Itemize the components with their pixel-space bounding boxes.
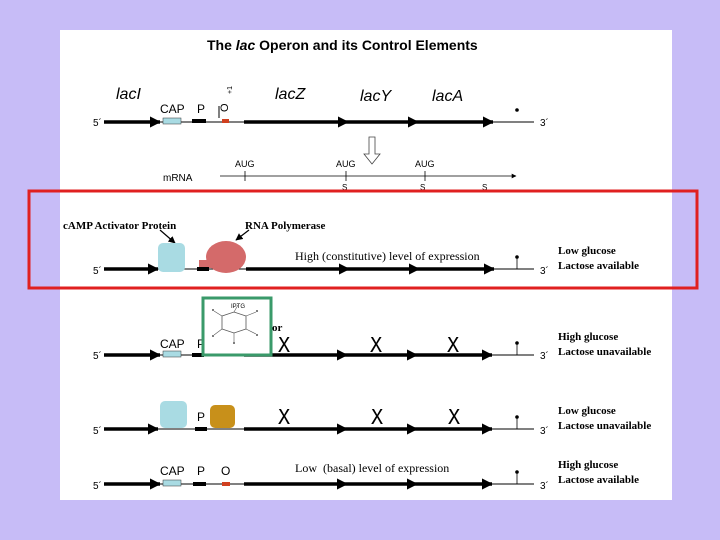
terminator-dot: [515, 108, 519, 112]
cap-site-box: [162, 350, 182, 358]
gene-label-lacy: lacY: [360, 88, 392, 105]
iptg-atom: [212, 335, 214, 337]
stop-label-lacy: S: [420, 183, 425, 192]
condition-lactose: Lactose available: [558, 474, 639, 486]
condition-glucose: High glucose: [558, 459, 618, 471]
iptg-bond: [245, 311, 257, 317]
stop-label-laca: S: [482, 183, 487, 192]
rna-pol-label-pointer: [235, 229, 250, 241]
mrna-label: mRNA: [163, 173, 193, 184]
aug-label-lacz: AUG: [235, 159, 255, 169]
rna-pol-linker: [199, 260, 213, 268]
three-prime-label: 3´: [540, 117, 549, 129]
gene-label-laca: lacA: [432, 88, 463, 105]
five-prime-label: 5´: [93, 117, 102, 129]
operator-label: O: [221, 464, 230, 478]
condition-lactose: Lactose unavailable: [558, 346, 651, 358]
diagram-title: The lac Operon and its Control Elements: [207, 37, 478, 53]
high-expression-label: High (constitutive) level of expression: [295, 249, 480, 263]
promoter-label: P: [197, 464, 205, 478]
terminator-dot: [515, 415, 519, 419]
cap-protein-shape: [158, 243, 185, 272]
cap-protein-shape: [160, 401, 187, 428]
blocked-mark-lacz: X: [278, 333, 290, 357]
three-prime-label: 3´: [540, 265, 549, 277]
low-expression-label: Low (basal) level of expression: [295, 461, 449, 475]
iptg-bond: [213, 310, 223, 317]
cap-site-box: [162, 479, 182, 487]
blocked-mark-laca: X: [447, 333, 459, 357]
promoter-box: [197, 267, 209, 271]
stop-label-lacz: S: [342, 183, 347, 192]
promoter-box: [193, 482, 206, 486]
condition-glucose: Low glucose: [558, 405, 616, 417]
transcription-start-label: +1: [227, 86, 234, 94]
rna-polymerase-label: RNA Polymerase: [245, 220, 325, 232]
promoter-box: [192, 119, 206, 123]
blocked-mark-lacy: X: [370, 333, 382, 357]
terminator-dot: [515, 255, 519, 259]
three-prime-label: 3´: [540, 350, 549, 362]
repressor-shape: [210, 405, 235, 428]
iptg-atom: [212, 309, 214, 311]
terminator-dot: [515, 341, 519, 345]
rna-polymerase-shape: [206, 241, 246, 273]
operator-box: [222, 119, 229, 123]
blocked-mark-lacy: X: [371, 405, 383, 429]
five-prime-label: 5´: [93, 350, 102, 362]
iptg-atom: [233, 342, 235, 344]
cap-protein-label: cAMP Activator Protein: [63, 220, 176, 232]
operator-label: O: [219, 103, 231, 112]
five-prime-label: 5´: [93, 265, 102, 277]
gene-label-lacz: lacZ: [275, 86, 306, 103]
cap-site-label: CAP: [160, 464, 185, 478]
iptg-atom: [256, 334, 258, 336]
condition-lactose: Lactose unavailable: [558, 420, 651, 432]
aug-label-lacy: AUG: [336, 159, 356, 169]
iptg-bond: [245, 328, 257, 335]
three-prime-label: 3´: [540, 425, 549, 437]
five-prime-label: 5´: [93, 425, 102, 437]
iptg-bond: [233, 304, 239, 313]
condition-lactose: Lactose available: [558, 260, 639, 272]
promoter-label: P: [197, 337, 205, 351]
promoter-label: P: [197, 102, 205, 116]
condition-glucose: High glucose: [558, 331, 618, 343]
repressor-label: or: [272, 322, 283, 334]
promoter-label: P: [197, 410, 205, 424]
cap-label-pointer: [159, 229, 176, 244]
condition-glucose: Low glucose: [558, 245, 616, 257]
aug-label-laca: AUG: [415, 159, 435, 169]
promoter-box: [195, 427, 207, 431]
iptg-inset-frame: [201, 296, 273, 357]
gene-label-laci: lacI: [116, 86, 141, 103]
three-prime-label: 3´: [540, 480, 549, 492]
cap-site-label: CAP: [160, 337, 185, 351]
promoter-box: [192, 353, 204, 357]
iptg-bond: [213, 328, 223, 336]
blocked-mark-laca: X: [448, 405, 460, 429]
terminator-dot: [515, 470, 519, 474]
iptg-structure-inset: IPTG: [201, 296, 273, 357]
transcription-down-arrow: [363, 136, 381, 165]
operator-box: [222, 482, 230, 486]
highlight-box: [27, 189, 699, 290]
cap-site-label: CAP: [160, 102, 185, 116]
iptg-atom: [256, 310, 258, 312]
blocked-mark-lacz: X: [278, 405, 290, 429]
five-prime-label: 5´: [93, 480, 102, 492]
iptg-label: IPTG: [231, 304, 245, 310]
cap-site-box: [162, 117, 182, 125]
